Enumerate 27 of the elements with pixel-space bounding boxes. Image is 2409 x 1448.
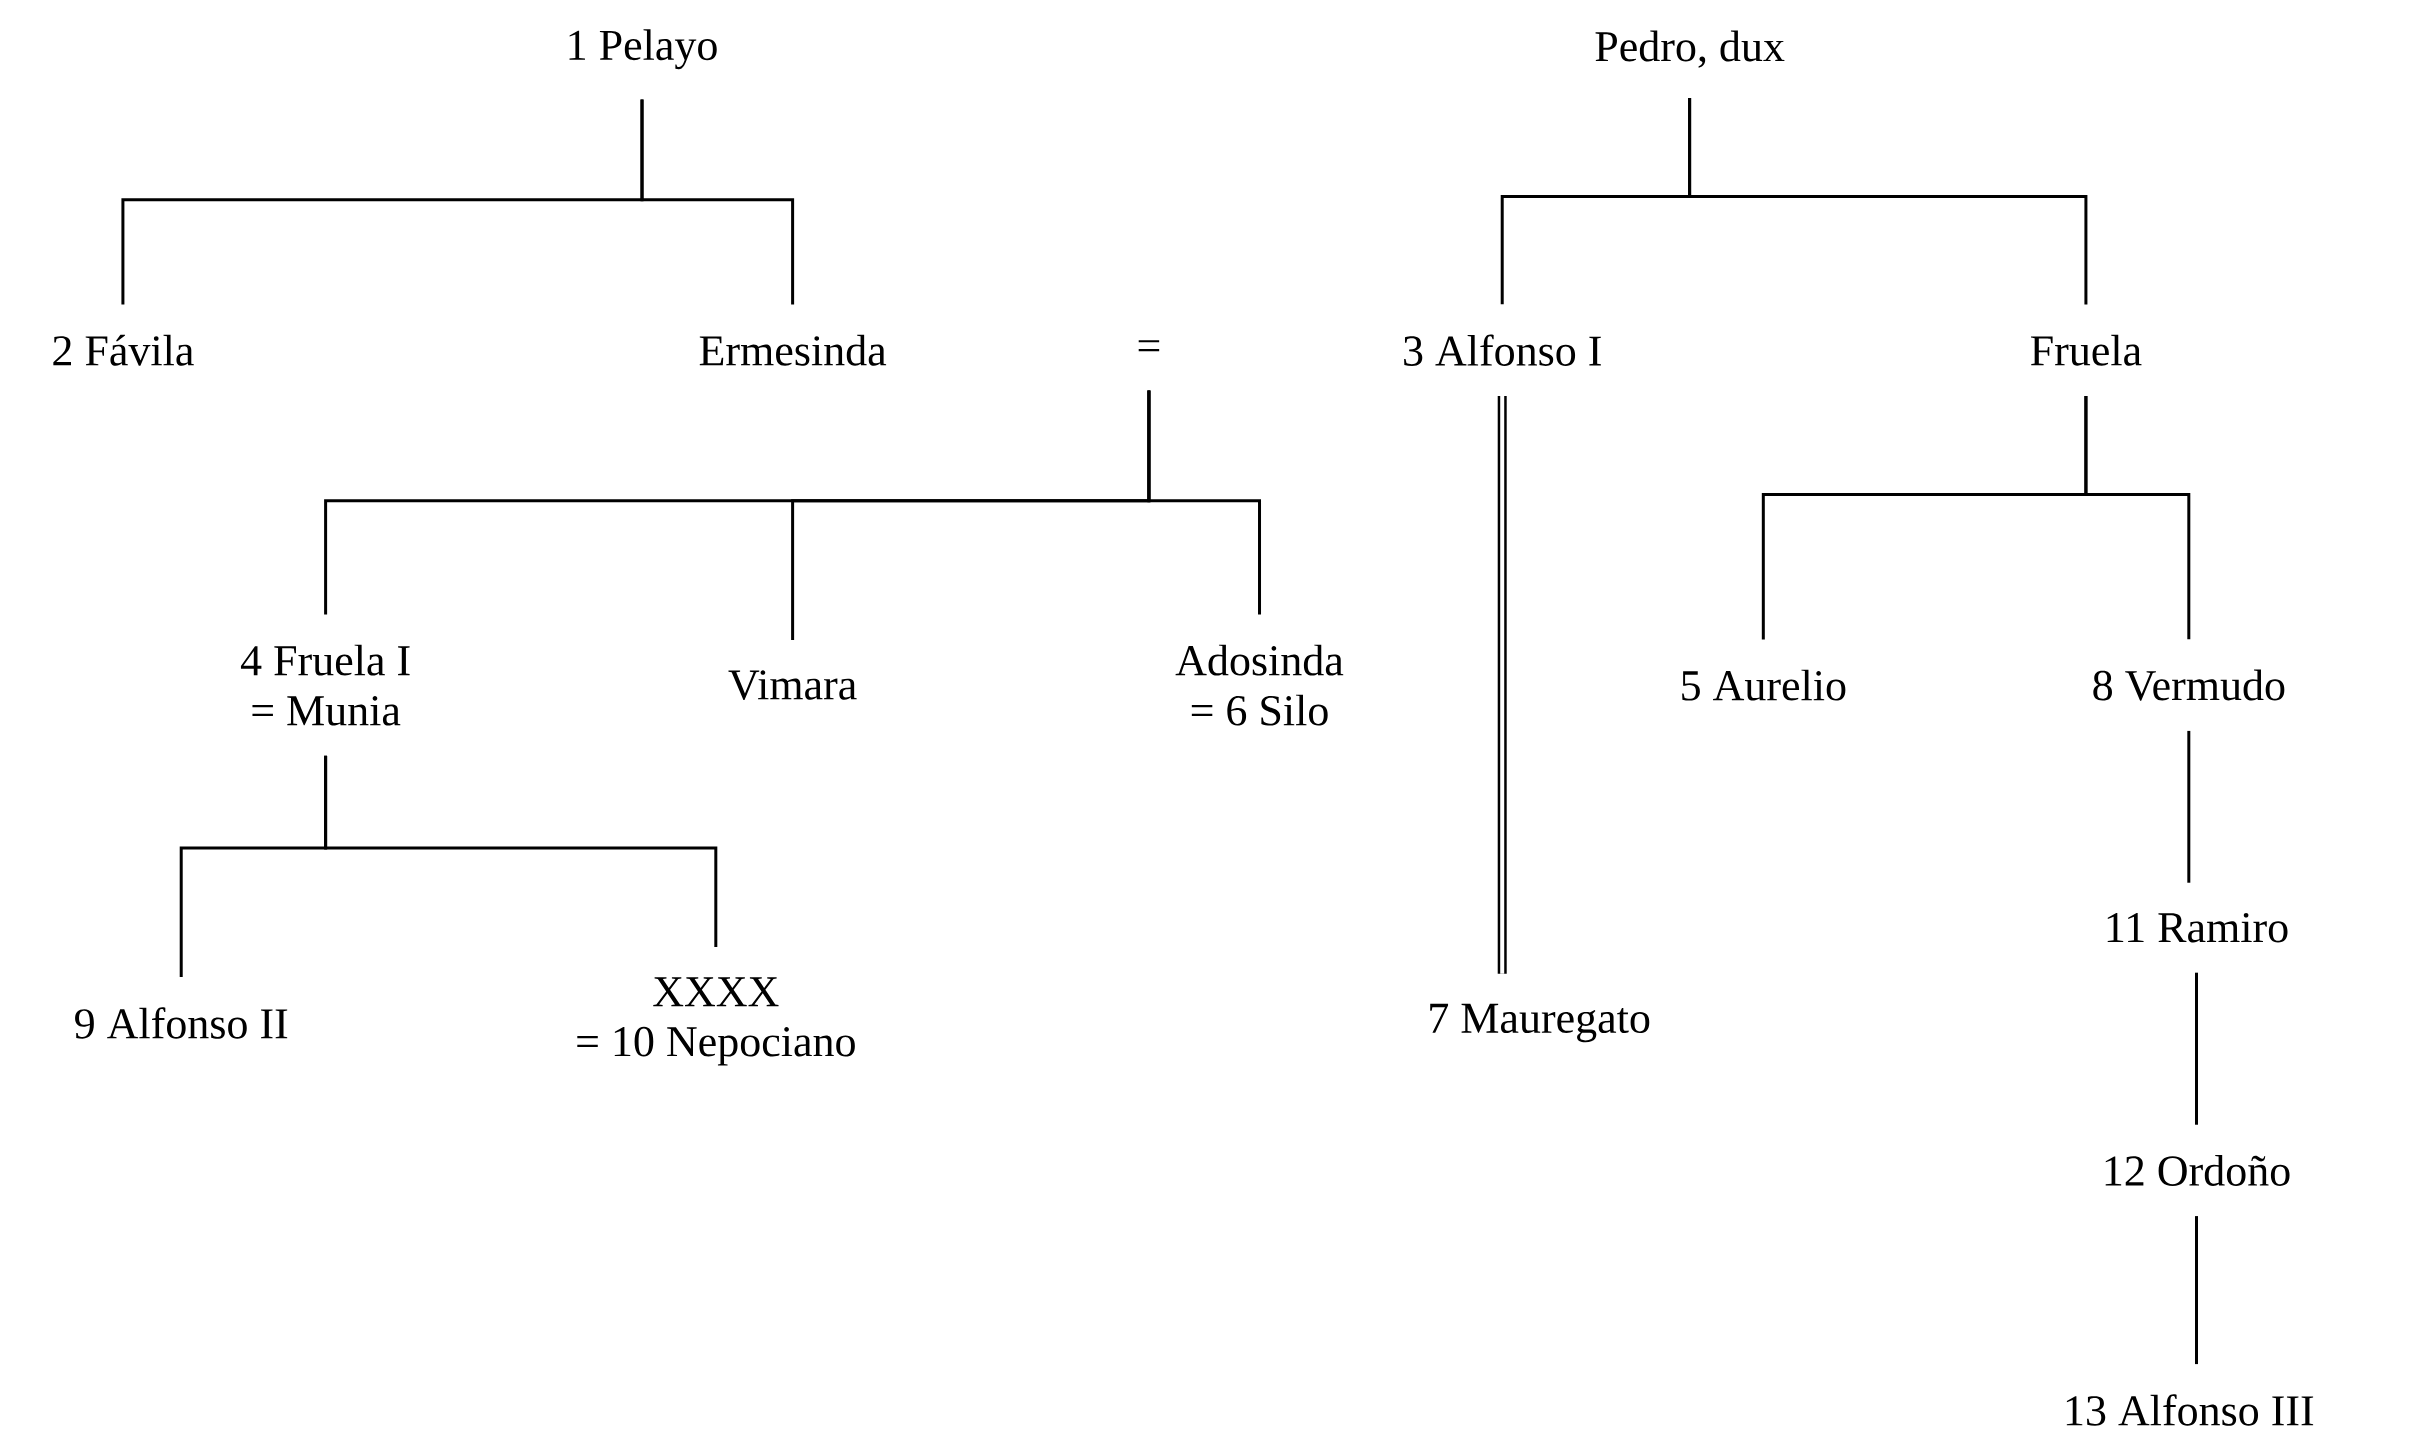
descent-line [1688, 98, 2088, 305]
person-name: 3 Alfonso I [1404, 334, 1601, 366]
descent-line [640, 99, 795, 305]
descent-line [2084, 395, 2191, 640]
person-name: 4 Fruela I = Munia [240, 644, 410, 726]
person-name: 7 Mauregato [1430, 1003, 1650, 1043]
person-name: 5 Aurelio [1682, 669, 1846, 701]
person-name: XXXX = 10 Nepociano [577, 977, 855, 1066]
descent-line [2195, 1216, 2198, 1365]
descent-line [2187, 730, 2191, 883]
person-name: 2 Fávila [53, 334, 194, 366]
person-name: Vimara [728, 670, 857, 700]
double-line [1497, 396, 1507, 974]
person-name: 8 Vermudo [2093, 669, 2285, 701]
descent-line [2195, 972, 2198, 1125]
marriage-sign: = [1138, 340, 1160, 352]
person-name: 9 Alfonso II [75, 1007, 288, 1039]
descent-line [324, 755, 718, 948]
person-name: Adosinda = 6 Silo [1175, 644, 1344, 726]
person-name: Pedro, dux [1595, 30, 1785, 68]
person-name: Fruela [2031, 334, 2142, 366]
person-name: 11 Ramiro [2107, 912, 2288, 943]
descent-line [1147, 390, 1261, 615]
person-name: 13 Alfonso III [2066, 1394, 2314, 1426]
person-name: Ermesinda [699, 334, 887, 366]
person-name: 1 Pelayo [569, 29, 717, 70]
person-name: 12 Ordoño [2105, 1154, 2290, 1186]
